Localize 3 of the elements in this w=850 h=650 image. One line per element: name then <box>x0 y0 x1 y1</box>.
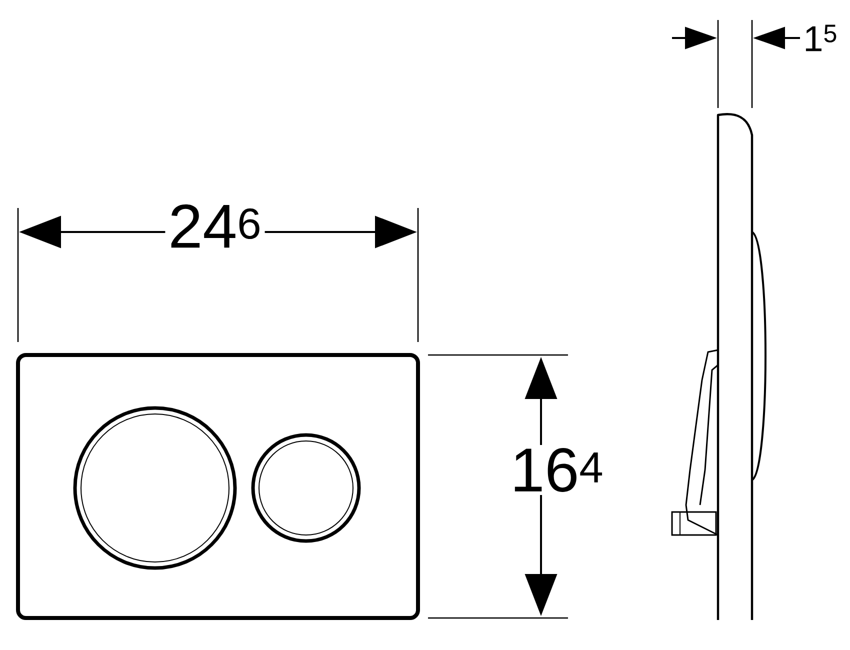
dimension-label: 16$^{4}$ <box>514 448 602 492</box>
dimension-label: 1$^{5}$ <box>806 24 836 52</box>
dimension-label: 24$^{6}$ <box>171 204 260 248</box>
